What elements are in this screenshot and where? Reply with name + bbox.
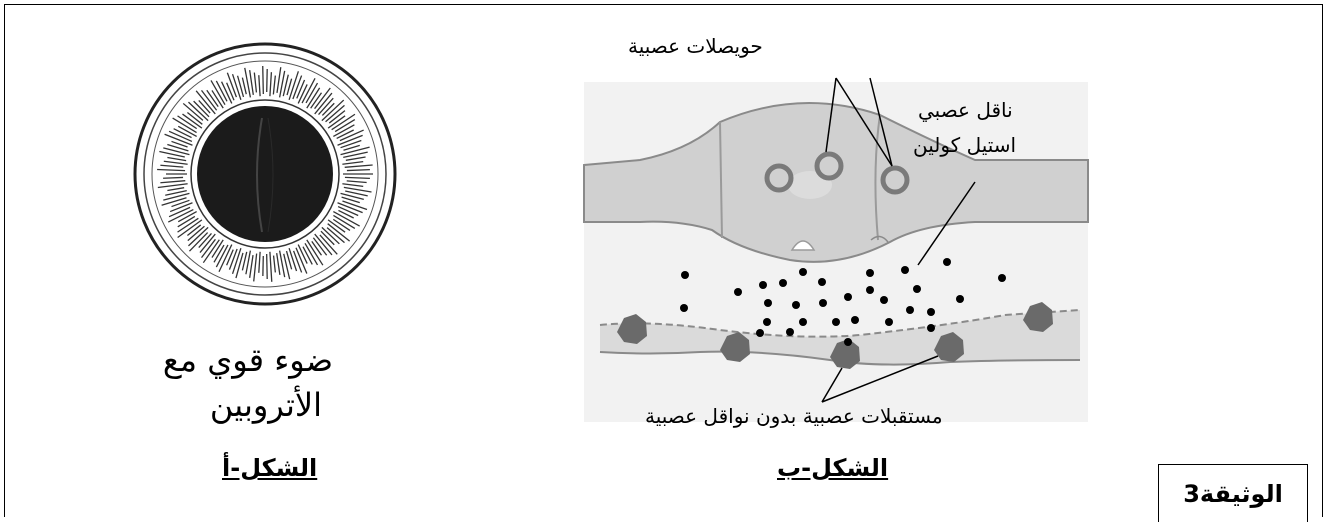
acetylcholine-dot [901,266,909,274]
acetylcholine-dot [866,286,874,294]
acetylcholine-dot [880,296,888,304]
acetylcholine-dot [779,279,787,287]
acetylcholine-dot [681,271,689,279]
receptors-label: مستقبلات عصبية بدون نواقل عصبية [645,404,943,428]
pupil [197,106,333,242]
neurotransmitter-label-line1: ناقل عصبي [918,98,1013,122]
acetylcholine-dot [927,308,935,316]
acetylcholine-dot [913,285,921,293]
acetylcholine-dot [792,301,800,309]
acetylcholine-dot [844,338,852,346]
vesicles-label: حويصلات عصبية [628,34,763,58]
acetylcholine-dot [943,258,951,266]
figure-a-caption-line2: الأتروبين [210,385,322,425]
acetylcholine-dot [764,299,772,307]
figure-b-label: الشكل-ب [777,454,888,482]
acetylcholine-dot [832,318,840,326]
acetylcholine-dot [851,316,859,324]
acetylcholine-dot [927,324,935,332]
neurotransmitter-label-line2: استيل كولين [913,133,1016,157]
synapse-illustration [584,78,1088,422]
document-label: الوثيقة3 [1183,480,1283,508]
acetylcholine-dot [818,278,826,286]
acetylcholine-dot [844,293,852,301]
figure-a-label: الشكل-أ [222,454,317,482]
acetylcholine-dot [885,318,893,326]
acetylcholine-dot [786,328,794,336]
pupil-illustration [135,44,395,304]
acetylcholine-dot [799,268,807,276]
document-label-box: الوثيقة3 [1158,464,1308,522]
acetylcholine-dot [819,299,827,307]
acetylcholine-dot [759,281,767,289]
acetylcholine-dot [763,318,771,326]
acetylcholine-dot [866,269,874,277]
acetylcholine-dot [998,274,1006,282]
acetylcholine-dot [906,306,914,314]
acetylcholine-dot [734,288,742,296]
acetylcholine-dot [680,304,688,312]
acetylcholine-dot [756,329,764,337]
acetylcholine-dot [956,295,964,303]
figure-a-caption-line1: ضوء قوي مع [198,340,333,380]
acetylcholine-dot [799,318,807,326]
